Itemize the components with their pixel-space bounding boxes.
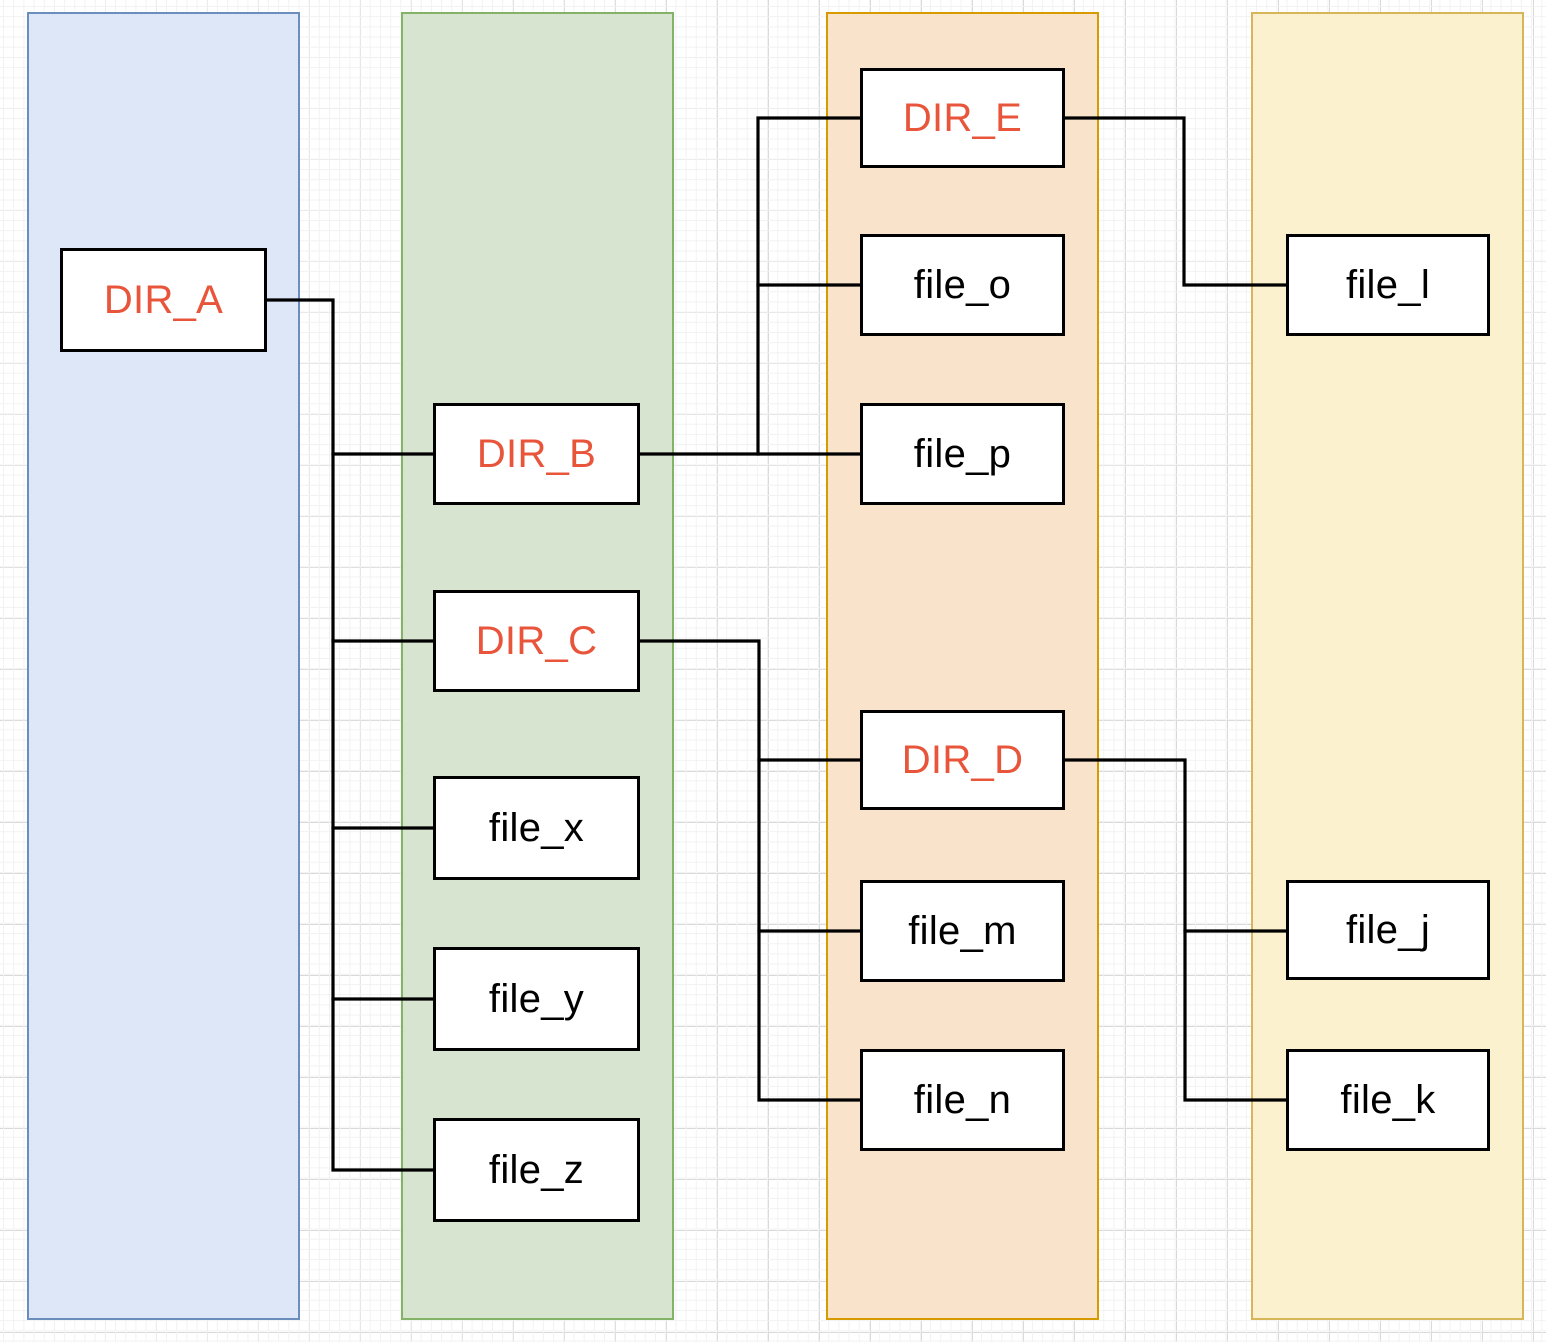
- node-dir-d[interactable]: DIR_D: [860, 710, 1065, 810]
- node-dir-c[interactable]: DIR_C: [433, 590, 640, 692]
- node-file-o[interactable]: file_o: [860, 234, 1065, 336]
- node-file-m[interactable]: file_m: [860, 880, 1065, 982]
- node-file-p[interactable]: file_p: [860, 403, 1065, 505]
- node-file-n[interactable]: file_n: [860, 1049, 1065, 1151]
- node-file-k[interactable]: file_k: [1286, 1049, 1490, 1151]
- node-dir-b[interactable]: DIR_B: [433, 403, 640, 505]
- node-file-j[interactable]: file_j: [1286, 880, 1490, 980]
- node-dir-e[interactable]: DIR_E: [860, 68, 1065, 168]
- node-file-l[interactable]: file_l: [1286, 234, 1490, 336]
- swimlane-column-1-blue[interactable]: [27, 12, 300, 1320]
- node-file-z[interactable]: file_z: [433, 1118, 640, 1222]
- node-file-y[interactable]: file_y: [433, 947, 640, 1051]
- node-dir-a[interactable]: DIR_A: [60, 248, 267, 352]
- node-file-x[interactable]: file_x: [433, 776, 640, 880]
